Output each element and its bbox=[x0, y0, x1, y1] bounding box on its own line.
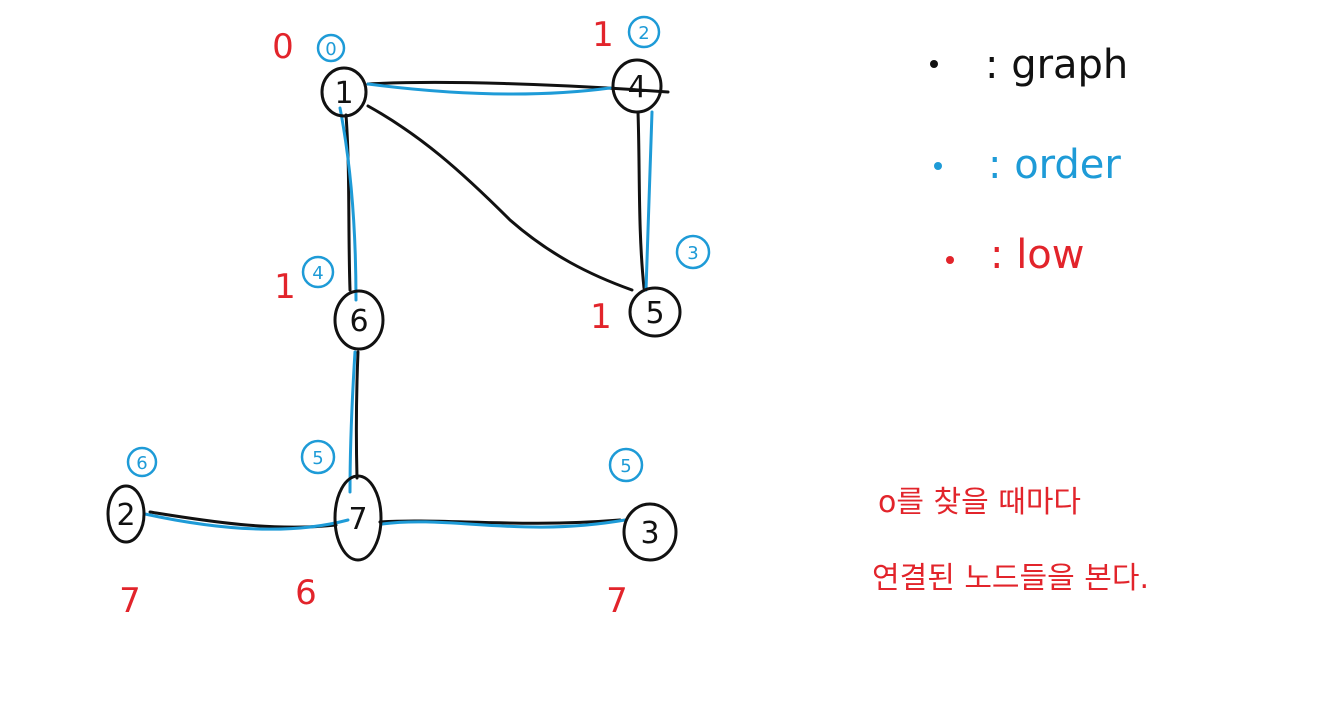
legend-item-graph: : graph bbox=[930, 42, 1128, 88]
note: o를 찾을 때마다 연결된 노드들을 본다. bbox=[872, 485, 1149, 596]
note-line-1: o를 찾을 때마다 bbox=[878, 485, 1081, 520]
node-1: 1 bbox=[320, 66, 368, 118]
order-value: 5 bbox=[620, 456, 631, 477]
legend-label-graph: : graph bbox=[985, 42, 1128, 88]
node-circle bbox=[320, 66, 368, 118]
order-path bbox=[143, 82, 654, 531]
order-value: 5 bbox=[312, 448, 323, 469]
order-badge-circle bbox=[301, 255, 335, 289]
order-badge-circle bbox=[300, 439, 336, 475]
legend-dot-graph bbox=[930, 60, 938, 68]
node-4: 4 bbox=[611, 58, 663, 114]
order-path-7-3 bbox=[380, 518, 627, 529]
low-value-node-1: 0 bbox=[272, 27, 294, 67]
order-badge-circle bbox=[126, 446, 158, 478]
order-badge-circle bbox=[608, 447, 644, 483]
order-badge-node-1: 0 bbox=[316, 33, 346, 63]
node-label: 1 bbox=[334, 76, 353, 111]
order-path-1-4 bbox=[366, 82, 612, 96]
node-circle bbox=[611, 58, 663, 114]
legend-label-order: : order bbox=[988, 142, 1121, 188]
node-7: 7 bbox=[333, 474, 383, 562]
order-path-1-6 bbox=[338, 106, 358, 302]
node-label: 5 bbox=[645, 296, 664, 331]
order-badge-node-7: 5 bbox=[300, 439, 336, 475]
low-value-node-2: 7 bbox=[119, 581, 141, 621]
order-badge-node-4: 2 bbox=[627, 15, 661, 49]
low-value-node-4: 1 bbox=[592, 15, 614, 55]
node-2: 2 bbox=[106, 484, 146, 544]
legend-dot-order bbox=[934, 162, 942, 170]
node-label: 3 bbox=[640, 516, 659, 551]
edge-1-4 bbox=[366, 80, 670, 94]
legend: : graph : order : low bbox=[930, 42, 1128, 278]
node-label: 7 bbox=[348, 502, 367, 537]
note-line-2: 연결된 노드들을 본다. bbox=[872, 561, 1149, 596]
order-path-7-2 bbox=[143, 512, 350, 531]
order-value: 3 bbox=[687, 243, 698, 264]
node-label: 4 bbox=[627, 70, 646, 105]
order-badge-node-5: 3 bbox=[675, 234, 711, 270]
order-path-6-7 bbox=[348, 350, 357, 494]
node-circle bbox=[333, 289, 385, 351]
order-value: 6 bbox=[136, 453, 147, 474]
node-3: 3 bbox=[622, 502, 678, 562]
node-label: 6 bbox=[349, 304, 368, 339]
node-label: 2 bbox=[116, 498, 135, 533]
edge-1-5 bbox=[366, 104, 634, 292]
legend-label-low: : low bbox=[990, 232, 1085, 278]
order-badge-circle bbox=[627, 15, 661, 49]
node-circle bbox=[106, 484, 146, 544]
node-6: 6 bbox=[333, 289, 385, 351]
order-badge-circle bbox=[675, 234, 711, 270]
order-badge-node-6: 4 bbox=[301, 255, 335, 289]
low-value-node-7: 6 bbox=[295, 573, 317, 613]
edge-6-7 bbox=[354, 350, 360, 480]
edge-1-6 bbox=[344, 113, 352, 292]
legend-item-order: : order bbox=[934, 142, 1121, 188]
order-value: 2 bbox=[638, 23, 649, 44]
low-value-node-3: 7 bbox=[606, 581, 628, 621]
order-badge-node-2: 6 bbox=[126, 446, 158, 478]
legend-item-low: : low bbox=[946, 232, 1085, 278]
low-value-node-5: 1 bbox=[590, 297, 612, 337]
node-circle bbox=[622, 502, 678, 562]
legend-dot-low bbox=[946, 256, 954, 264]
order-path-4-5 bbox=[644, 110, 654, 292]
order-value: 4 bbox=[312, 263, 323, 284]
order-value: 0 bbox=[325, 39, 336, 60]
edge-4-5 bbox=[636, 110, 646, 290]
node-5: 5 bbox=[628, 286, 682, 338]
node-circle bbox=[628, 286, 682, 338]
order-badge-circle bbox=[316, 33, 346, 63]
low-value-node-6: 1 bbox=[274, 267, 296, 307]
node-circle bbox=[333, 474, 383, 562]
order-badge-node-3: 5 bbox=[608, 447, 644, 483]
